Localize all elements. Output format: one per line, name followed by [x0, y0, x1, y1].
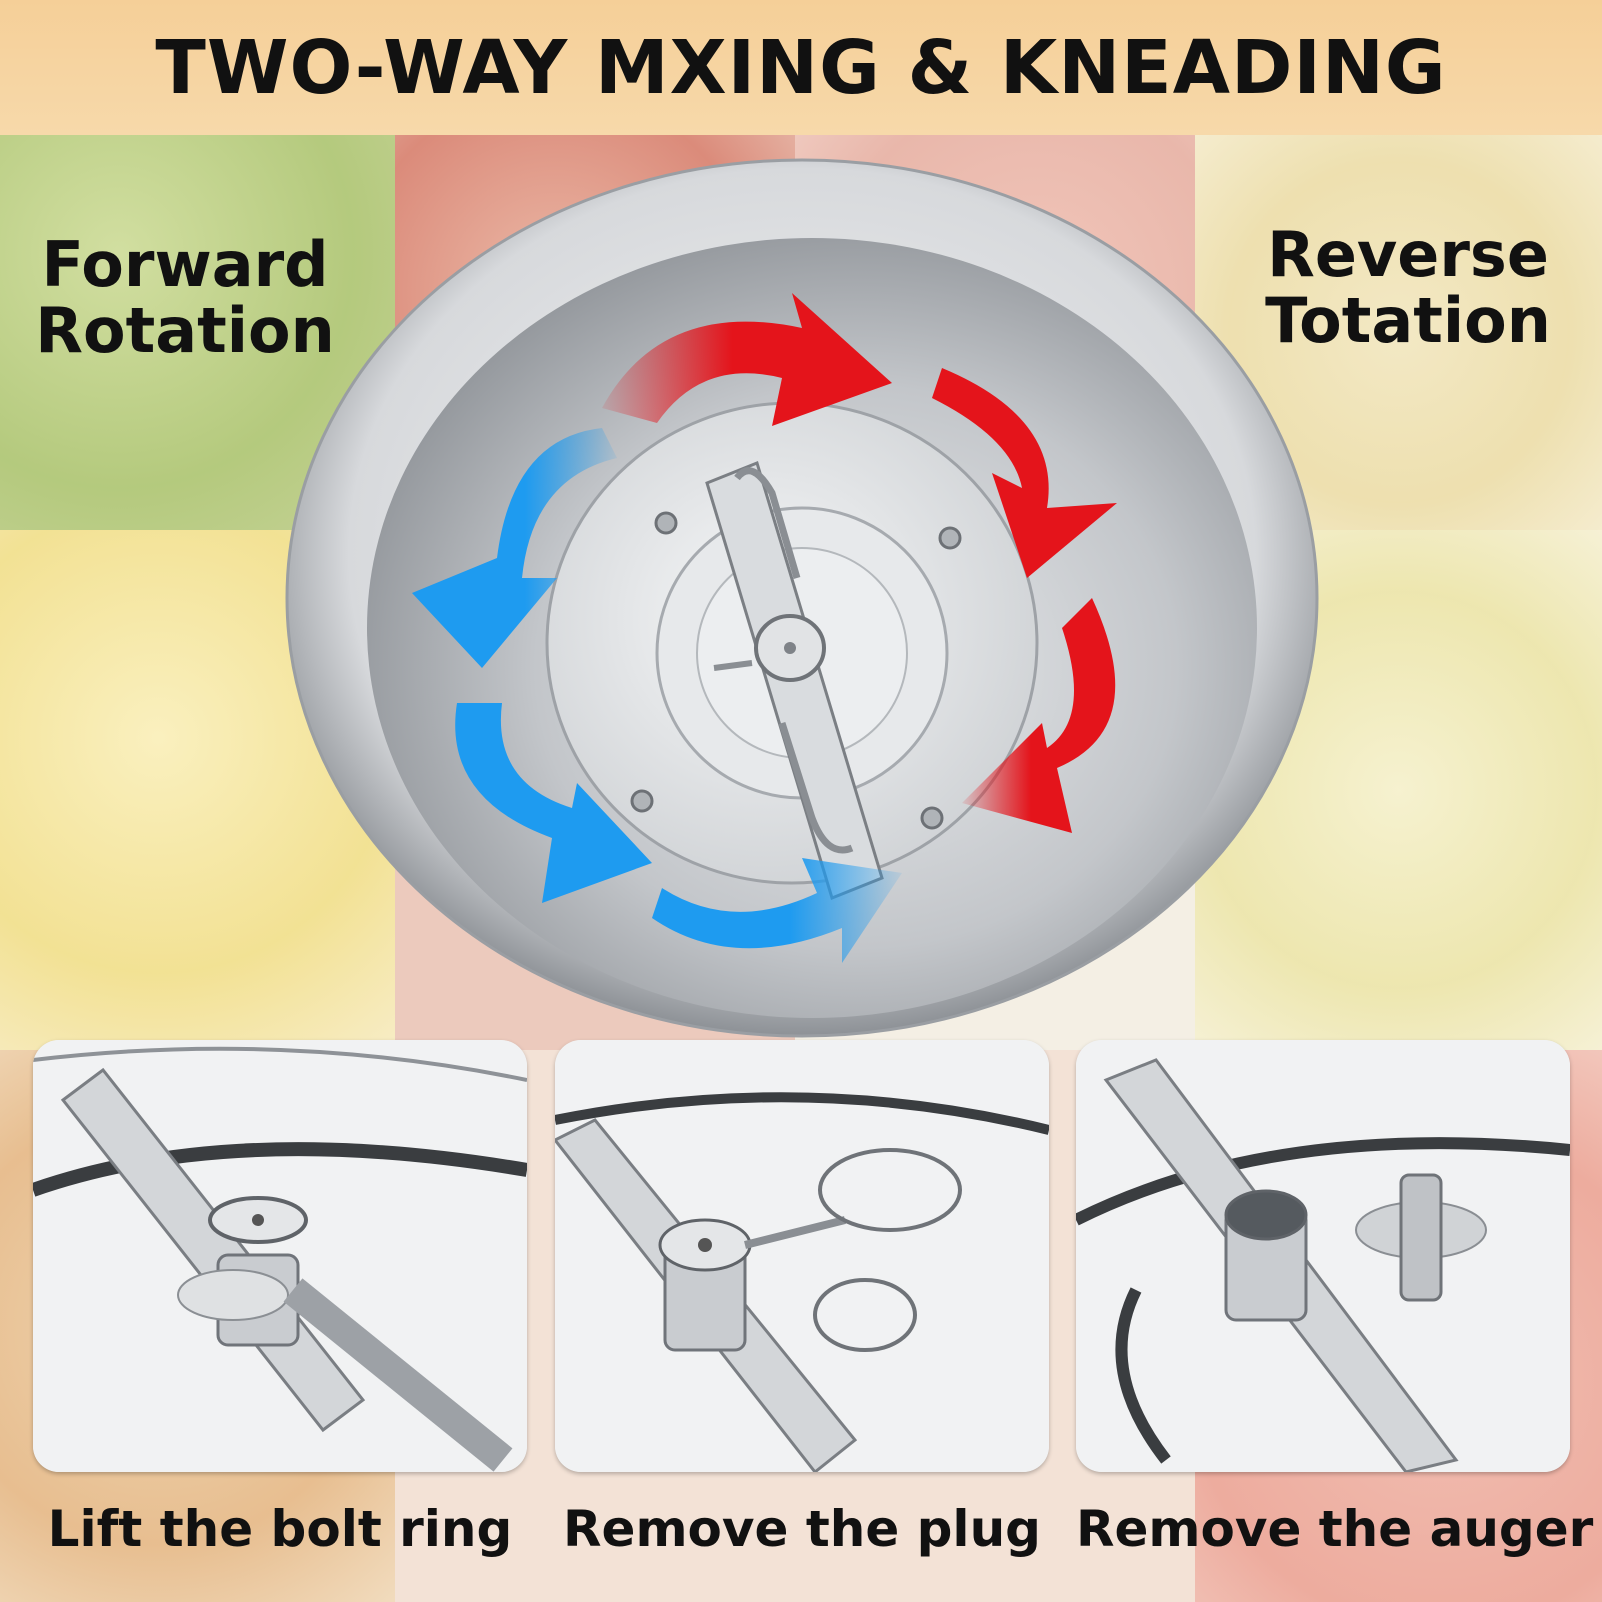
page-title: TWO-WAY MXING & KNEADING	[155, 24, 1447, 111]
step3-caption: Remove the auger	[1076, 1500, 1594, 1558]
bowl-svg	[285, 158, 1319, 1038]
auger-socket	[1224, 1189, 1308, 1241]
forward-rotation-label: Forward Rotation	[30, 232, 340, 364]
screw	[654, 511, 678, 535]
bolt-center	[784, 642, 796, 654]
screw	[630, 789, 654, 813]
screw	[938, 526, 962, 550]
red-arrow-bottom-right	[962, 598, 1116, 833]
step-panel-lift-bolt-ring	[33, 1040, 527, 1472]
plug-pin	[744, 1216, 846, 1249]
red-arrow-top	[602, 293, 892, 426]
bowl-edge	[1076, 1137, 1570, 1226]
bowl-edge	[33, 1142, 527, 1197]
step-panel-remove-auger	[1076, 1040, 1570, 1472]
forward-label-line1: Forward	[41, 228, 329, 301]
step1-illustration	[33, 1040, 527, 1472]
step1-caption: Lift the bolt ring	[47, 1500, 513, 1558]
blade-handle	[734, 467, 801, 579]
auger	[1399, 1173, 1443, 1302]
bolt-ring	[813, 1278, 917, 1352]
reverse-rotation-label: Reverse Totation	[1238, 222, 1578, 354]
step-panel-remove-plug	[555, 1040, 1049, 1472]
step3-illustration	[1076, 1040, 1570, 1472]
mixing-bowl-illustration	[282, 158, 1322, 1038]
blue-arrow-bottom-left	[455, 703, 652, 903]
blade-handle	[778, 721, 854, 854]
blue-arrow-left	[412, 428, 617, 668]
reverse-label-line1: Reverse	[1267, 218, 1549, 291]
step2-illustration	[555, 1040, 1049, 1472]
title-banner: TWO-WAY MXING & KNEADING	[0, 0, 1602, 135]
blue-arrow-bottom	[652, 858, 902, 963]
bowl-edge	[555, 1092, 1049, 1135]
forward-label-line2: Rotation	[35, 294, 335, 367]
reverse-label-line2: Totation	[1265, 284, 1551, 357]
red-arrow-right	[932, 368, 1117, 578]
bolt-ring	[818, 1148, 962, 1232]
step2-caption: Remove the plug	[563, 1500, 1041, 1558]
bolt-pin	[713, 660, 753, 671]
screw	[920, 806, 944, 830]
